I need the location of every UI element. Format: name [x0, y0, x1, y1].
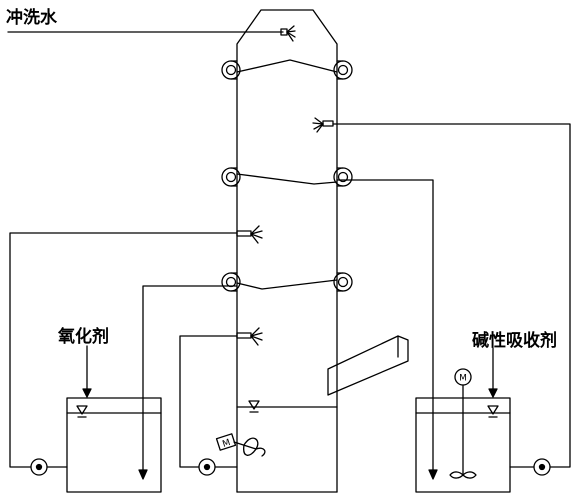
- tower-agitator-motor-glyph: M: [221, 438, 231, 450]
- absorption-tower: [236, 9, 338, 493]
- gas-inlet-duct: [327, 335, 409, 396]
- pipe-oxidant-to-mid-nozzle: [9, 232, 238, 468]
- absorbent-tank-agitator-icon: [449, 368, 477, 479]
- pipe-stage2-drain-arrow: [428, 469, 438, 480]
- oxidant-label: 氧化剂: [58, 327, 109, 347]
- oxidant-pump-icon: [30, 458, 48, 476]
- spray-nozzle-upper-right-icon: [312, 117, 334, 133]
- pipe-tower-bottom-to-lower-nozzle: [179, 335, 238, 468]
- tower-agitator-motor: [215, 433, 237, 451]
- pipe-stage3-drain-to-oxidant-tank: [142, 285, 238, 473]
- spray-nozzle-mid-left-icon: [236, 225, 263, 244]
- tower-level-mark: [248, 400, 260, 413]
- pipe-stage2-drain-to-absorbent-tank: [336, 179, 434, 473]
- pipe-stage3-drain-arrow: [138, 469, 148, 480]
- absorbent-pump-icon: [533, 458, 551, 476]
- oxidant-tank: [66, 397, 162, 493]
- alkaline-absorbent-label: 碱性吸收剂: [472, 331, 557, 351]
- wash-water-label: 冲洗水: [6, 8, 57, 28]
- pipe-absorbent-to-upper-nozzle: [332, 123, 571, 468]
- packing-stage-2: [221, 167, 353, 187]
- oxidant-feed-arrow: [82, 345, 92, 398]
- spray-nozzle-lower-left-icon: [236, 327, 263, 346]
- tower-agitator-icon: [215, 433, 266, 457]
- packing-stage-3: [221, 272, 353, 292]
- absorbent-feed-arrow: [488, 347, 498, 398]
- absorbent-tank-motor-glyph: M: [459, 374, 467, 384]
- packing-stage-1: [221, 59, 353, 80]
- wash-water-nozzle-icon: [280, 25, 296, 42]
- tower-top-cone: [236, 9, 338, 79]
- tower-pump-icon: [198, 458, 216, 476]
